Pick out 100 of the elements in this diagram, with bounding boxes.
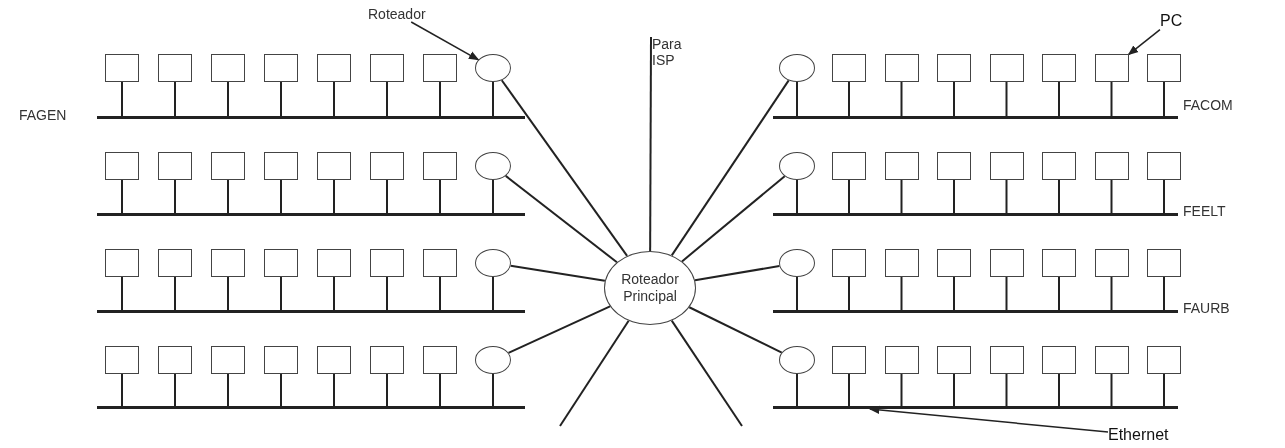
cable-line — [280, 373, 282, 409]
network-name-label: FEELT — [1183, 203, 1226, 219]
computer-node — [937, 249, 971, 277]
computer-node — [1042, 249, 1076, 277]
leader-arrow — [1127, 28, 1161, 56]
computer-node — [264, 152, 298, 180]
computer-node — [317, 152, 351, 180]
computer-node — [1147, 152, 1181, 180]
computer-node — [1042, 152, 1076, 180]
ethernet-bus — [97, 310, 525, 313]
network-name-label: FAURB — [1183, 300, 1230, 316]
computer-node — [264, 346, 298, 374]
cable-line — [333, 81, 335, 119]
computer-node — [832, 249, 866, 277]
isp-label: Para ISP — [652, 36, 686, 68]
router-node — [779, 152, 815, 180]
cable-line — [280, 81, 282, 119]
computer-node — [1042, 346, 1076, 374]
cable-line — [439, 276, 441, 313]
computer-node — [1042, 54, 1076, 82]
cable-line — [953, 373, 955, 409]
computer-node — [370, 54, 404, 82]
cable-line — [649, 36, 652, 252]
cable-line — [1163, 179, 1165, 216]
cable-line — [694, 265, 781, 282]
computer-node — [989, 54, 1024, 82]
ethernet-bus — [773, 406, 1178, 409]
computer-node — [1094, 346, 1129, 374]
leader-arrow — [410, 21, 480, 61]
computer-node — [989, 152, 1024, 180]
cable-line — [848, 179, 850, 216]
cable-line — [439, 373, 441, 409]
cable-line — [900, 373, 903, 409]
cable-line — [670, 79, 790, 257]
router-label: Roteador — [368, 6, 426, 22]
computer-node — [1147, 346, 1181, 374]
computer-node — [937, 346, 971, 374]
computer-node — [832, 346, 866, 374]
cable-line — [509, 264, 606, 282]
cable-line — [227, 81, 229, 119]
cable-line — [492, 81, 494, 119]
cable-line — [121, 373, 123, 409]
cable-line — [1058, 81, 1060, 119]
cable-line — [492, 276, 494, 313]
computer-node — [264, 54, 298, 82]
cable-line — [796, 81, 798, 119]
cable-line — [1110, 373, 1113, 409]
computer-node — [158, 249, 192, 277]
cable-line — [333, 179, 335, 216]
computer-node — [1147, 54, 1181, 82]
computer-node — [937, 152, 971, 180]
network-name-label: FACOM — [1183, 97, 1233, 113]
cable-line — [121, 81, 123, 119]
computer-node — [1147, 249, 1181, 277]
cable-line — [900, 81, 903, 119]
computer-node — [158, 346, 192, 374]
cable-line — [121, 276, 123, 313]
cable-line — [280, 276, 282, 313]
cable-line — [1163, 81, 1165, 119]
computer-node — [158, 152, 192, 180]
router-node — [779, 54, 815, 82]
computer-node — [211, 249, 245, 277]
cable-line — [386, 81, 388, 119]
computer-node — [832, 54, 866, 82]
computer-node — [832, 152, 866, 180]
computer-node — [370, 346, 404, 374]
cable-line — [174, 276, 176, 313]
cable-line — [333, 373, 335, 409]
cable-line — [1058, 373, 1060, 409]
cable-line — [386, 179, 388, 216]
cable-line — [174, 373, 176, 409]
cable-line — [504, 174, 618, 264]
cable-line — [174, 81, 176, 119]
cable-line — [848, 276, 850, 313]
network-name-label: FAGEN — [19, 107, 67, 123]
cable-line — [1163, 373, 1165, 409]
computer-node — [105, 54, 139, 82]
cable-line — [1005, 373, 1008, 409]
computer-node — [105, 249, 139, 277]
router-node — [475, 152, 511, 180]
cable-line — [900, 179, 903, 216]
cable-line — [333, 276, 335, 313]
cable-line — [953, 276, 955, 313]
cable-line — [796, 373, 798, 409]
cable-line — [900, 276, 903, 313]
computer-node — [937, 54, 971, 82]
ethernet-bus — [97, 406, 525, 409]
computer-node — [1094, 249, 1129, 277]
ethernet-bus — [97, 213, 525, 216]
computer-node — [884, 346, 919, 374]
computer-node — [158, 54, 192, 82]
cable-line — [1005, 276, 1008, 313]
cable-line — [688, 306, 783, 354]
router-node — [475, 249, 511, 277]
computer-node — [264, 249, 298, 277]
cable-line — [848, 81, 850, 119]
cable-line — [681, 175, 786, 263]
computer-node — [317, 54, 351, 82]
cable-line — [559, 319, 630, 427]
cable-line — [439, 179, 441, 216]
